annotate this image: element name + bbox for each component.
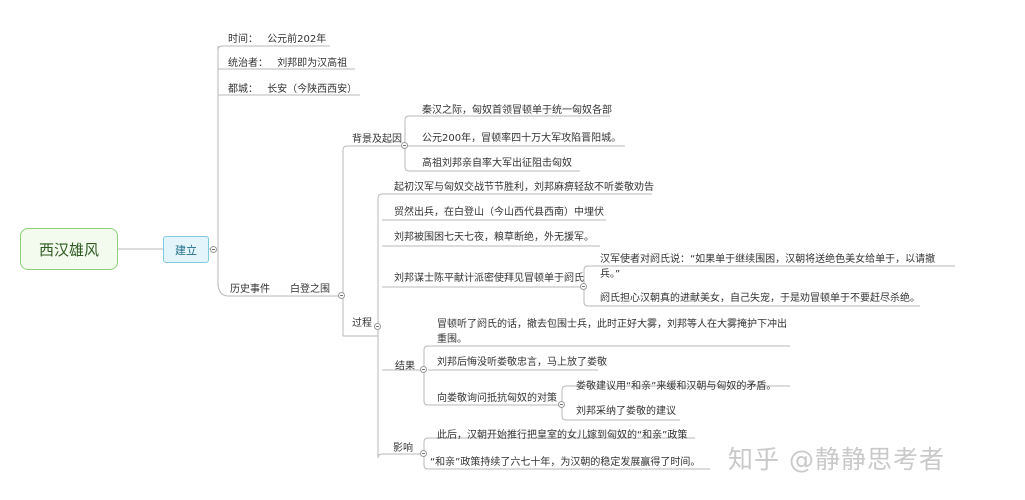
ruler-value: 刘邦即为汉高祖 <box>277 58 348 69</box>
result-item[interactable]: 冒顿听了阏氏的话，撤去包围士兵，此时正好大雾，刘邦等人在大雾掩护下冲出重围。 <box>437 319 787 345</box>
impact-label[interactable]: 影响 <box>393 443 413 454</box>
main-topic-establish[interactable]: 建立 <box>163 236 209 263</box>
result-item[interactable]: 向娄敬询问抵抗匈奴的对策 <box>437 393 557 404</box>
collapse-toggle-icon[interactable] <box>420 366 427 373</box>
result-label[interactable]: 结果 <box>395 361 415 372</box>
policy-item[interactable]: 娄敬建议用“和亲”来缓和汉朝与匈奴的矛盾。 <box>576 381 777 392</box>
collapse-toggle-icon[interactable] <box>580 283 587 290</box>
ruler-node[interactable]: 统治者： 刘邦即为汉高祖 <box>228 56 347 71</box>
collapse-toggle-icon[interactable] <box>338 292 345 299</box>
process-item[interactable]: 贸然出兵，在白登山（今山西代县西南）中埋伏 <box>394 207 604 218</box>
zhihu-watermark: 知乎 @静静思考者 <box>728 445 945 474</box>
capital-value: 长安（今陕西西安） <box>267 84 358 95</box>
siege-node[interactable]: 白登之围 <box>290 284 330 295</box>
time-label: 时间： <box>228 34 258 45</box>
impact-item[interactable]: 此后，汉朝开始推行把皇室的女儿嫁到匈奴的“和亲”政策 <box>437 430 688 441</box>
process-item[interactable]: 刘邦被围困七天七夜，粮草断绝，外无援军。 <box>394 232 594 243</box>
collapse-toggle-icon[interactable] <box>420 450 427 457</box>
envoy-speech-item[interactable]: 汉军使者对阏氏说：“如果单于继续围困，汉朝将送绝色美女给单于，以请撤兵。” <box>600 254 936 280</box>
background-item[interactable]: 秦汉之际，匈奴首领冒顿单于统一匈奴各部 <box>422 105 612 116</box>
process-item[interactable]: 起初汉军与匈奴交战节节胜利，刘邦麻痹轻敌不听娄敬劝告 <box>394 182 654 193</box>
time-node[interactable]: 时间： 公元前202年 <box>228 32 326 47</box>
time-value: 公元前202年 <box>267 34 327 45</box>
ruler-label: 统治者： <box>228 58 268 69</box>
result-item[interactable]: 刘邦后悔没听娄敬忠言，马上放了娄敬 <box>437 357 607 368</box>
policy-item[interactable]: 刘邦采纳了娄敬的建议 <box>576 406 676 417</box>
yanshi-worry-item[interactable]: 阏氏担心汉朝真的进献美女，自己失宠，于是劝冒顿单于不要赶尽杀绝。 <box>600 293 920 304</box>
process-item[interactable]: 刘邦谋士陈平献计派密使拜见冒顿单于阏氏 <box>394 273 584 284</box>
collapse-toggle-icon[interactable] <box>374 323 381 330</box>
impact-item[interactable]: “和亲”政策持续了六七十年，为汉朝的稳定发展赢得了时间。 <box>430 457 701 468</box>
collapse-toggle-icon[interactable] <box>210 246 217 253</box>
collapse-toggle-icon[interactable] <box>558 401 565 408</box>
process-label[interactable]: 过程 <box>352 318 372 329</box>
historical-events-node[interactable]: 历史事件 <box>230 284 270 295</box>
background-item[interactable]: 公元200年，冒顿率四十万大军攻陷晋阳城。 <box>422 133 622 144</box>
collapse-toggle-icon[interactable] <box>401 142 408 149</box>
background-item[interactable]: 高祖刘邦亲自率大军出征阻击匈奴 <box>422 158 572 169</box>
background-label[interactable]: 背景及起因 <box>352 134 402 145</box>
root-topic[interactable]: 西汉雄风 <box>20 228 118 270</box>
capital-label: 都城： <box>228 84 258 95</box>
capital-node[interactable]: 都城： 长安（今陕西西安） <box>228 82 357 97</box>
